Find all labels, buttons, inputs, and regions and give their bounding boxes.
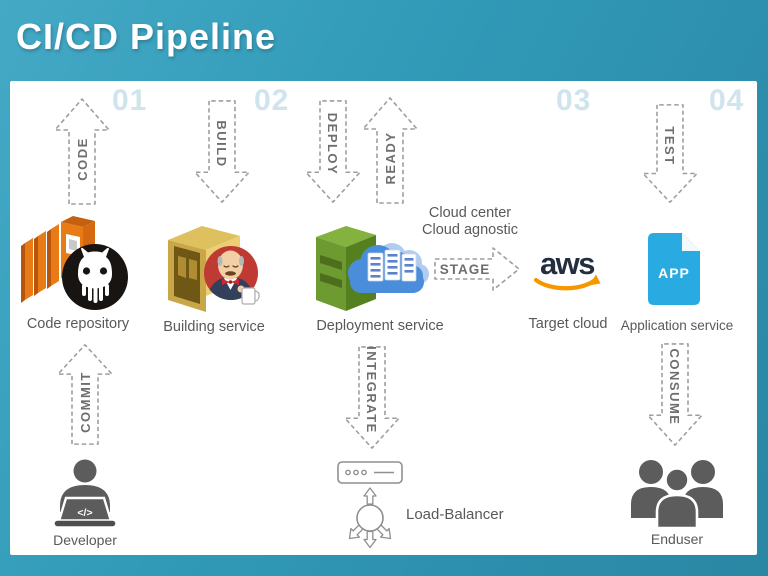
laptop-code-text: </>	[77, 507, 92, 519]
load-balancer-glyph-icon	[337, 461, 403, 549]
app-badge-text: APP	[658, 265, 690, 281]
user-group-icon	[631, 460, 723, 530]
building-service-icon	[166, 220, 261, 314]
application-service-label: Application service	[620, 318, 734, 333]
step-number-02: 02	[254, 84, 290, 117]
ready-arrow: READY	[360, 95, 420, 205]
stage-arrow-label: STAGE	[439, 261, 491, 277]
up-arrow-icon	[362, 97, 418, 204]
down-arrow-icon	[305, 100, 361, 203]
cloud-note-line1: Cloud center	[428, 205, 512, 221]
down-arrow-icon	[642, 104, 698, 203]
consume-arrow: CONSUME	[645, 342, 705, 448]
test-arrow-label: TEST	[662, 126, 678, 166]
up-arrow-icon	[54, 98, 110, 205]
integrate-arrow: INTEGRATE	[342, 345, 402, 451]
app-file-icon: APP	[648, 233, 700, 305]
code-arrow: CODE	[52, 96, 112, 206]
aws-logo-icon: aws	[533, 246, 601, 291]
jenkins-build-icon	[168, 226, 260, 312]
stage-arrow: STAGE	[433, 246, 521, 292]
down-arrow-icon	[647, 343, 703, 446]
cloud-note-line2: Cloud agnostic	[422, 221, 518, 238]
enduser-icon	[624, 456, 730, 530]
application-service-icon: APP	[646, 231, 704, 307]
person-laptop-icon: </>	[53, 459, 117, 528]
step-number-04: 04	[709, 84, 745, 117]
page-title: CI/CD Pipeline	[16, 16, 277, 57]
load-balancer-icon	[336, 458, 406, 549]
test-arrow: TEST	[640, 103, 700, 205]
building-service-label: Building service	[163, 319, 265, 335]
target-cloud-label: Target cloud	[528, 316, 608, 332]
step-number-01: 01	[112, 84, 148, 117]
developer-label: Developer	[53, 532, 117, 548]
load-balancer-label: Load-Balancer	[406, 506, 504, 523]
aws-logo-text: aws	[540, 246, 594, 281]
developer-icon: </>	[50, 458, 120, 530]
build-arrow-label: BUILD	[214, 120, 230, 168]
enduser-label: Enduser	[650, 531, 704, 547]
down-arrow-icon	[344, 346, 400, 449]
up-arrow-icon	[57, 344, 113, 445]
right-arrow-icon	[434, 247, 520, 291]
codecommit-github-icon	[21, 216, 128, 310]
code-repository-icon	[20, 214, 132, 316]
cloud-note: Cloud center Cloud agnostic	[412, 205, 528, 238]
ready-arrow-label: READY	[382, 131, 398, 185]
deployment-service-label: Deployment service	[316, 318, 444, 334]
integrate-arrow-label: INTEGRATE	[364, 346, 380, 434]
code-repository-label: Code repository	[26, 316, 130, 332]
codedeploy-cloud-icon	[316, 226, 429, 311]
consume-arrow-label: CONSUME	[667, 348, 683, 426]
code-arrow-label: CODE	[74, 137, 90, 181]
deploy-arrow: DEPLOY	[303, 99, 363, 205]
down-arrow-icon	[194, 100, 250, 203]
step-number-03: 03	[556, 84, 592, 117]
commit-arrow: COMMIT	[55, 342, 115, 446]
commit-arrow-label: COMMIT	[77, 371, 93, 433]
deployment-service-icon	[312, 221, 432, 314]
build-arrow: BUILD	[192, 99, 252, 205]
target-cloud-icon: aws	[532, 246, 604, 298]
